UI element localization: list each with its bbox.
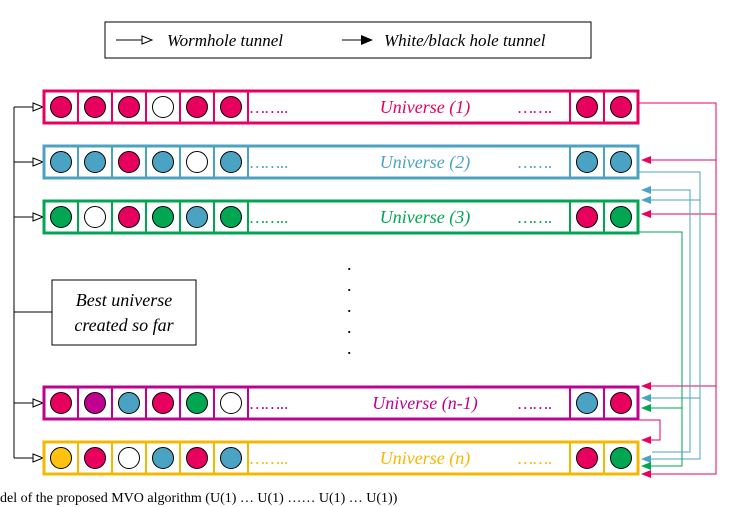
variable-circle <box>84 151 106 173</box>
universe-n-label: Universe (n) <box>380 448 470 469</box>
universe-n: …….. ……. Universe (n) <box>42 440 640 476</box>
variable-circle <box>186 392 208 414</box>
ellipsis-left: …….. <box>250 449 289 468</box>
universe-3: …….. ……. Universe (3) <box>42 199 640 235</box>
universe-n-frame <box>42 440 640 476</box>
variable-circle <box>576 447 598 469</box>
variable-circle <box>186 447 208 469</box>
universe-2: …….. ……. Universe (2) <box>42 144 640 180</box>
universe-n-1-label: Universe (n-1) <box>372 393 477 414</box>
ellipsis-right: ……. <box>518 208 552 227</box>
variable-circle <box>610 151 632 173</box>
variable-circle <box>84 447 106 469</box>
whiteblack-legend-label: White/black hole tunnel <box>384 31 546 50</box>
universes: ……..…….Universe (1)……..…….Universe (2)……… <box>42 89 640 476</box>
variable-circle <box>610 206 632 228</box>
variable-circle <box>118 206 140 228</box>
variable-circle <box>610 392 632 414</box>
vertical-dot: . <box>347 317 352 337</box>
universe-1-label: Universe (1) <box>380 97 470 118</box>
variable-circle <box>152 96 174 118</box>
vertical-dot: . <box>347 254 352 274</box>
best-universe-line2: created so far <box>74 315 174 335</box>
variable-circle <box>576 206 598 228</box>
variable-circle <box>576 392 598 414</box>
wormhole-legend-label: Wormhole tunnel <box>167 31 283 50</box>
variable-circle <box>152 206 174 228</box>
ellipsis-right: ……. <box>518 98 552 117</box>
caption-fragment: del of the proposed MVO algorithm (U(1) … <box>0 491 398 506</box>
universe-2-frame <box>42 144 640 180</box>
variable-circle <box>220 447 242 469</box>
variable-circle <box>84 206 106 228</box>
variable-circle <box>118 447 140 469</box>
vertical-dot: . <box>347 296 352 316</box>
variable-circle <box>152 447 174 469</box>
tunnel-un1-to-un <box>638 419 661 444</box>
best-universe-frame <box>51 279 197 346</box>
ellipsis-left: …….. <box>250 208 289 227</box>
variable-circle <box>186 151 208 173</box>
variable-circle <box>220 392 242 414</box>
variable-circle <box>152 151 174 173</box>
variable-circle <box>576 96 598 118</box>
ellipsis-left: …….. <box>250 153 289 172</box>
variable-circle <box>220 206 242 228</box>
variable-circle <box>50 96 72 118</box>
variable-circle <box>220 151 242 173</box>
variable-circle <box>50 447 72 469</box>
ellipsis-left: …….. <box>250 394 289 413</box>
vertical-dot: . <box>347 275 352 295</box>
variable-circle <box>220 96 242 118</box>
variable-circle <box>610 447 632 469</box>
tunnel-un-to-u3 <box>641 186 691 453</box>
best-universe-box: Best universe created so far <box>51 279 197 346</box>
tunnel-u3-to-un <box>638 231 683 470</box>
variable-circle <box>84 96 106 118</box>
variable-circle <box>84 392 106 414</box>
legend: Wormhole tunnel White/black hole tunnel <box>104 21 592 59</box>
universe-1-frame <box>42 89 640 125</box>
ellipsis-left: …….. <box>250 98 289 117</box>
best-universe-line1: Best universe <box>76 290 172 310</box>
variable-circle <box>50 392 72 414</box>
universe-1: …….. ……. Universe (1) <box>42 89 640 125</box>
vertical-dot: . <box>347 338 352 358</box>
universe-3-label: Universe (3) <box>380 207 470 228</box>
variable-circle <box>118 151 140 173</box>
variable-circle <box>186 206 208 228</box>
universe-n-1-frame <box>42 385 640 421</box>
variable-circle <box>118 392 140 414</box>
variable-circle <box>50 151 72 173</box>
variable-circle <box>152 392 174 414</box>
wormhole-bracket <box>13 107 52 458</box>
variable-circle <box>50 206 72 228</box>
universe-3-frame <box>42 199 640 235</box>
tunnel-connectors <box>638 102 717 478</box>
variable-circle <box>610 96 632 118</box>
universe-n-1: …….. ……. Universe (n-1) <box>42 385 640 421</box>
ellipsis-right: ……. <box>518 153 552 172</box>
universe-2-label: Universe (2) <box>380 152 470 173</box>
variable-circle <box>186 96 208 118</box>
tunnel-u2-to-un <box>638 171 701 463</box>
vertical-ellipsis: ..... <box>347 254 352 358</box>
variable-circle <box>118 96 140 118</box>
tunnel-u1-to-un <box>638 102 717 478</box>
ellipsis-right: ……. <box>518 394 552 413</box>
variable-circle <box>576 151 598 173</box>
ellipsis-right: ……. <box>518 449 552 468</box>
